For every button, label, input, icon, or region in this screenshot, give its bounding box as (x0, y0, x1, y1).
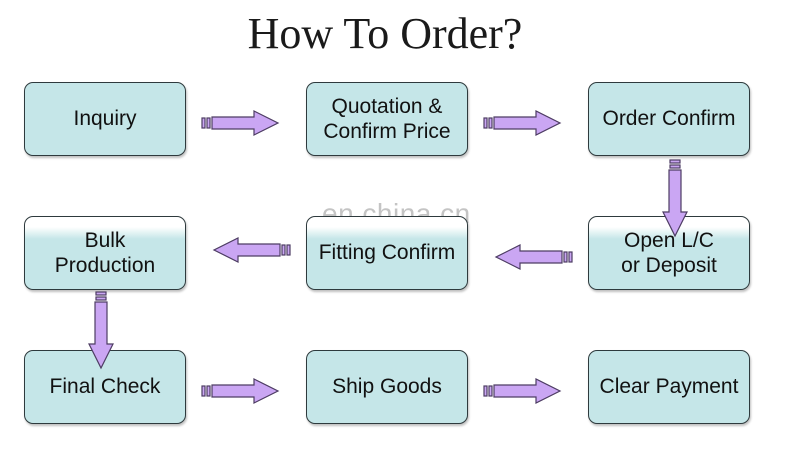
arrow-final-check-to-ship-goods (201, 378, 279, 404)
arrow-bulk-production-to-final-check (88, 291, 114, 369)
step-inquiry: Inquiry (24, 82, 186, 156)
step-ship-goods: Ship Goods (306, 350, 468, 424)
step-clear-payment: Clear Payment (588, 350, 750, 424)
arrow-inquiry-to-quotation (201, 110, 279, 136)
arrow-ship-goods-to-clear-payment (483, 378, 561, 404)
step-order-confirm: Order Confirm (588, 82, 750, 156)
page-title: How To Order? (247, 9, 523, 58)
arrow-quotation-to-order-confirm (483, 110, 561, 136)
arrow-fitting-confirm-to-bulk-production (213, 237, 291, 263)
step-open-lc: Open L/C or Deposit (588, 216, 750, 290)
step-quotation: Quotation & Confirm Price (306, 82, 468, 156)
step-bulk-production: Bulk Production (24, 216, 186, 290)
arrow-order-confirm-to-open-lc (662, 159, 688, 237)
arrow-open-lc-to-fitting-confirm (495, 244, 573, 270)
step-fitting-confirm: Fitting Confirm (306, 216, 468, 290)
